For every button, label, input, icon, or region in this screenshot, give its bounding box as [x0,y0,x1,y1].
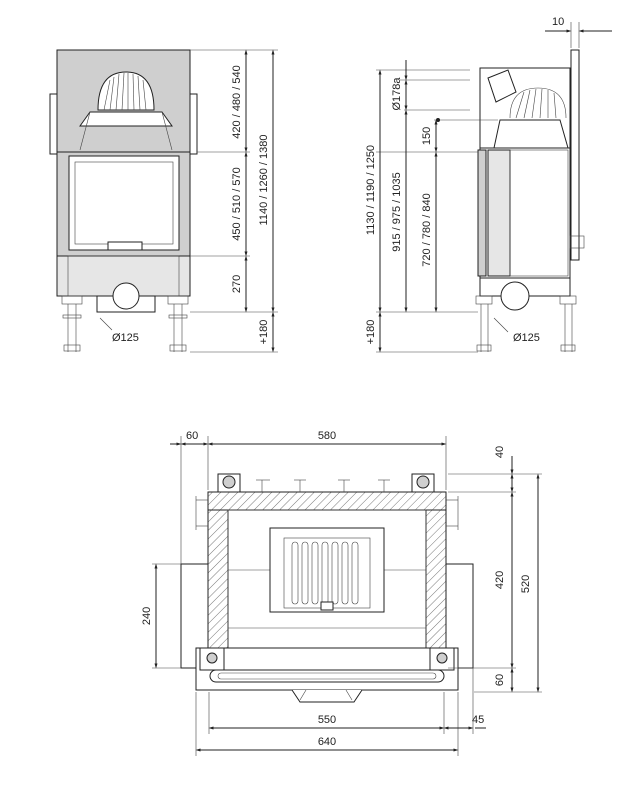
side-flue-label: Ø125 [513,332,540,344]
plan-left-wall [207,509,229,659]
plan-dim-front-depth: 60 [494,674,506,686]
front-dim-top: 420 / 480 / 540 [231,65,243,138]
front-flue-circle [112,282,140,310]
front-view: Ø125 420 / 480 / 540 450 / 510 / 570 270… [49,49,278,353]
plan-dim-total-width: 640 [318,736,336,748]
side-dim-flue-top: Ø178a [391,77,403,111]
plan-dim-total-depth: 520 [520,575,532,593]
front-flue-label: Ø125 [112,332,139,344]
front-dome [79,71,173,151]
plan-grate [269,527,385,613]
plan-top-brackets [217,473,435,493]
plan-dim-inner-depth: 420 [494,571,506,589]
side-flue-pipe [487,69,517,103]
side-legs [475,295,577,352]
plan-front-frame [195,647,459,691]
plan-dim-top-depth: 40 [494,446,506,458]
side-dim-legs: +180 [365,320,377,345]
plan-dim-right-offset: 45 [472,714,484,726]
plan-handle [291,689,363,703]
front-legs [61,295,189,352]
side-dim-low: 720 / 780 / 840 [421,193,433,266]
front-door-handle [107,241,143,251]
side-dim-mid: 915 / 975 / 1035 [391,172,403,252]
side-back-panel [570,49,580,261]
side-flue-circle [500,281,530,311]
plan-dim-left-offset: 60 [186,430,198,442]
side-dim-flue-offset: 150 [421,127,433,145]
side-view: Ø125 10 1130 / 1190 / 1250 +180 Ø178a 91… [365,16,612,353]
plan-dim-top-width: 580 [318,430,336,442]
plan-view: 60 580 550 45 640 40 420 60 520 240 [141,430,542,756]
front-glass [68,155,180,251]
plan-right-wall [425,509,447,659]
plan-back-wall [207,491,447,511]
front-dim-legs: +180 [258,320,270,345]
front-dim-total: 1140 / 1260 / 1380 [258,135,270,226]
plan-door-rail [209,669,445,683]
front-left-bracket [49,93,58,155]
front-right-bracket [189,93,198,155]
plan-dim-left-depth: 240 [141,607,153,625]
front-dim-bottom: 270 [231,275,243,293]
plan-dim-inner-width: 550 [318,714,336,726]
side-dim-total: 1130 / 1190 / 1250 [365,145,377,235]
side-dim-top-offset: 10 [552,16,564,28]
front-dim-glass: 450 / 510 / 570 [231,167,243,240]
